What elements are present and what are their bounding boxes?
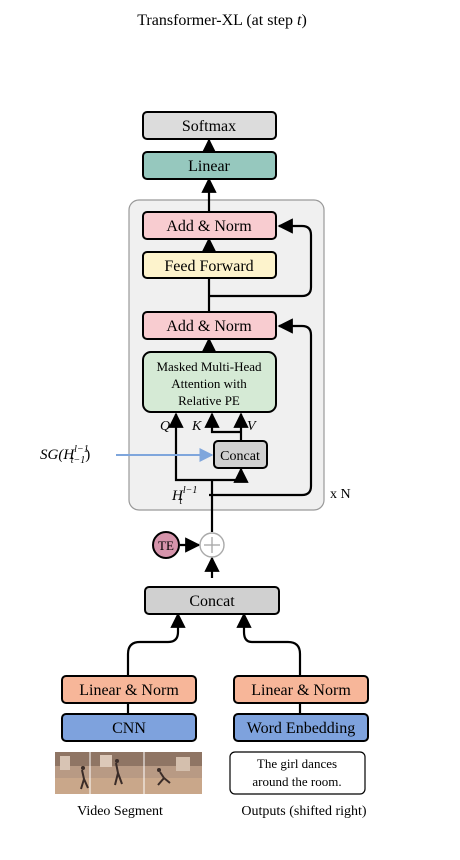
q-label: Q	[160, 419, 170, 434]
outputs-caption: Outputs (shifted right)	[241, 804, 367, 819]
softmax-block: Softmax	[142, 111, 277, 140]
feed-forward-label: Feed Forward	[164, 258, 253, 275]
inner-concat-block: Concat	[213, 440, 268, 469]
output-sentence-box: The girl dances around the room.	[229, 751, 366, 795]
attention-label-line3: Relative PE	[178, 393, 240, 408]
te-label: TE	[158, 538, 174, 553]
linear-norm-right-block: Linear & Norm	[233, 675, 369, 704]
v-label: V	[247, 419, 257, 434]
connectors	[126, 138, 313, 714]
video-frames-image	[55, 752, 202, 794]
cnn-block: CNN	[61, 713, 197, 742]
diagram-title: Transformer-XL (at step t)	[137, 12, 307, 29]
add-norm-top-label: Add & Norm	[166, 218, 252, 235]
add-norm-top-block: Add & Norm	[142, 211, 277, 240]
inner-concat-label: Concat	[220, 449, 260, 464]
attention-label-line1: Masked Multi-Head	[156, 359, 262, 374]
softmax-label: Softmax	[182, 118, 236, 135]
plus-node	[199, 532, 225, 558]
linear-norm-right-label: Linear & Norm	[251, 682, 351, 699]
linear-norm-left-label: Linear & Norm	[79, 682, 179, 699]
cnn-label: CNN	[112, 720, 146, 737]
sentence-line2: around the room.	[252, 774, 341, 789]
word-embedding-block: Word Enbedding	[233, 713, 369, 742]
te-node: TE	[152, 531, 180, 559]
linear-norm-left-block: Linear & Norm	[61, 675, 197, 704]
linear-block: Linear	[142, 151, 277, 180]
word-embedding-label: Word Enbedding	[247, 720, 355, 737]
main-concat-label: Concat	[189, 593, 235, 610]
attention-label-line2: Attention with	[171, 376, 247, 391]
repeat-n-label: x N	[330, 487, 351, 502]
k-label: K	[191, 419, 202, 434]
attention-block: Masked Multi-Head Attention with Relativ…	[142, 351, 277, 413]
add-norm-mid-block: Add & Norm	[142, 311, 277, 340]
video-caption: Video Segment	[77, 804, 163, 819]
feed-forward-block: Feed Forward	[142, 251, 277, 279]
sentence-line1: The girl dances	[257, 756, 337, 771]
linear-label: Linear	[188, 158, 230, 175]
main-concat-block: Concat	[144, 586, 280, 615]
add-norm-mid-label: Add & Norm	[166, 318, 252, 335]
